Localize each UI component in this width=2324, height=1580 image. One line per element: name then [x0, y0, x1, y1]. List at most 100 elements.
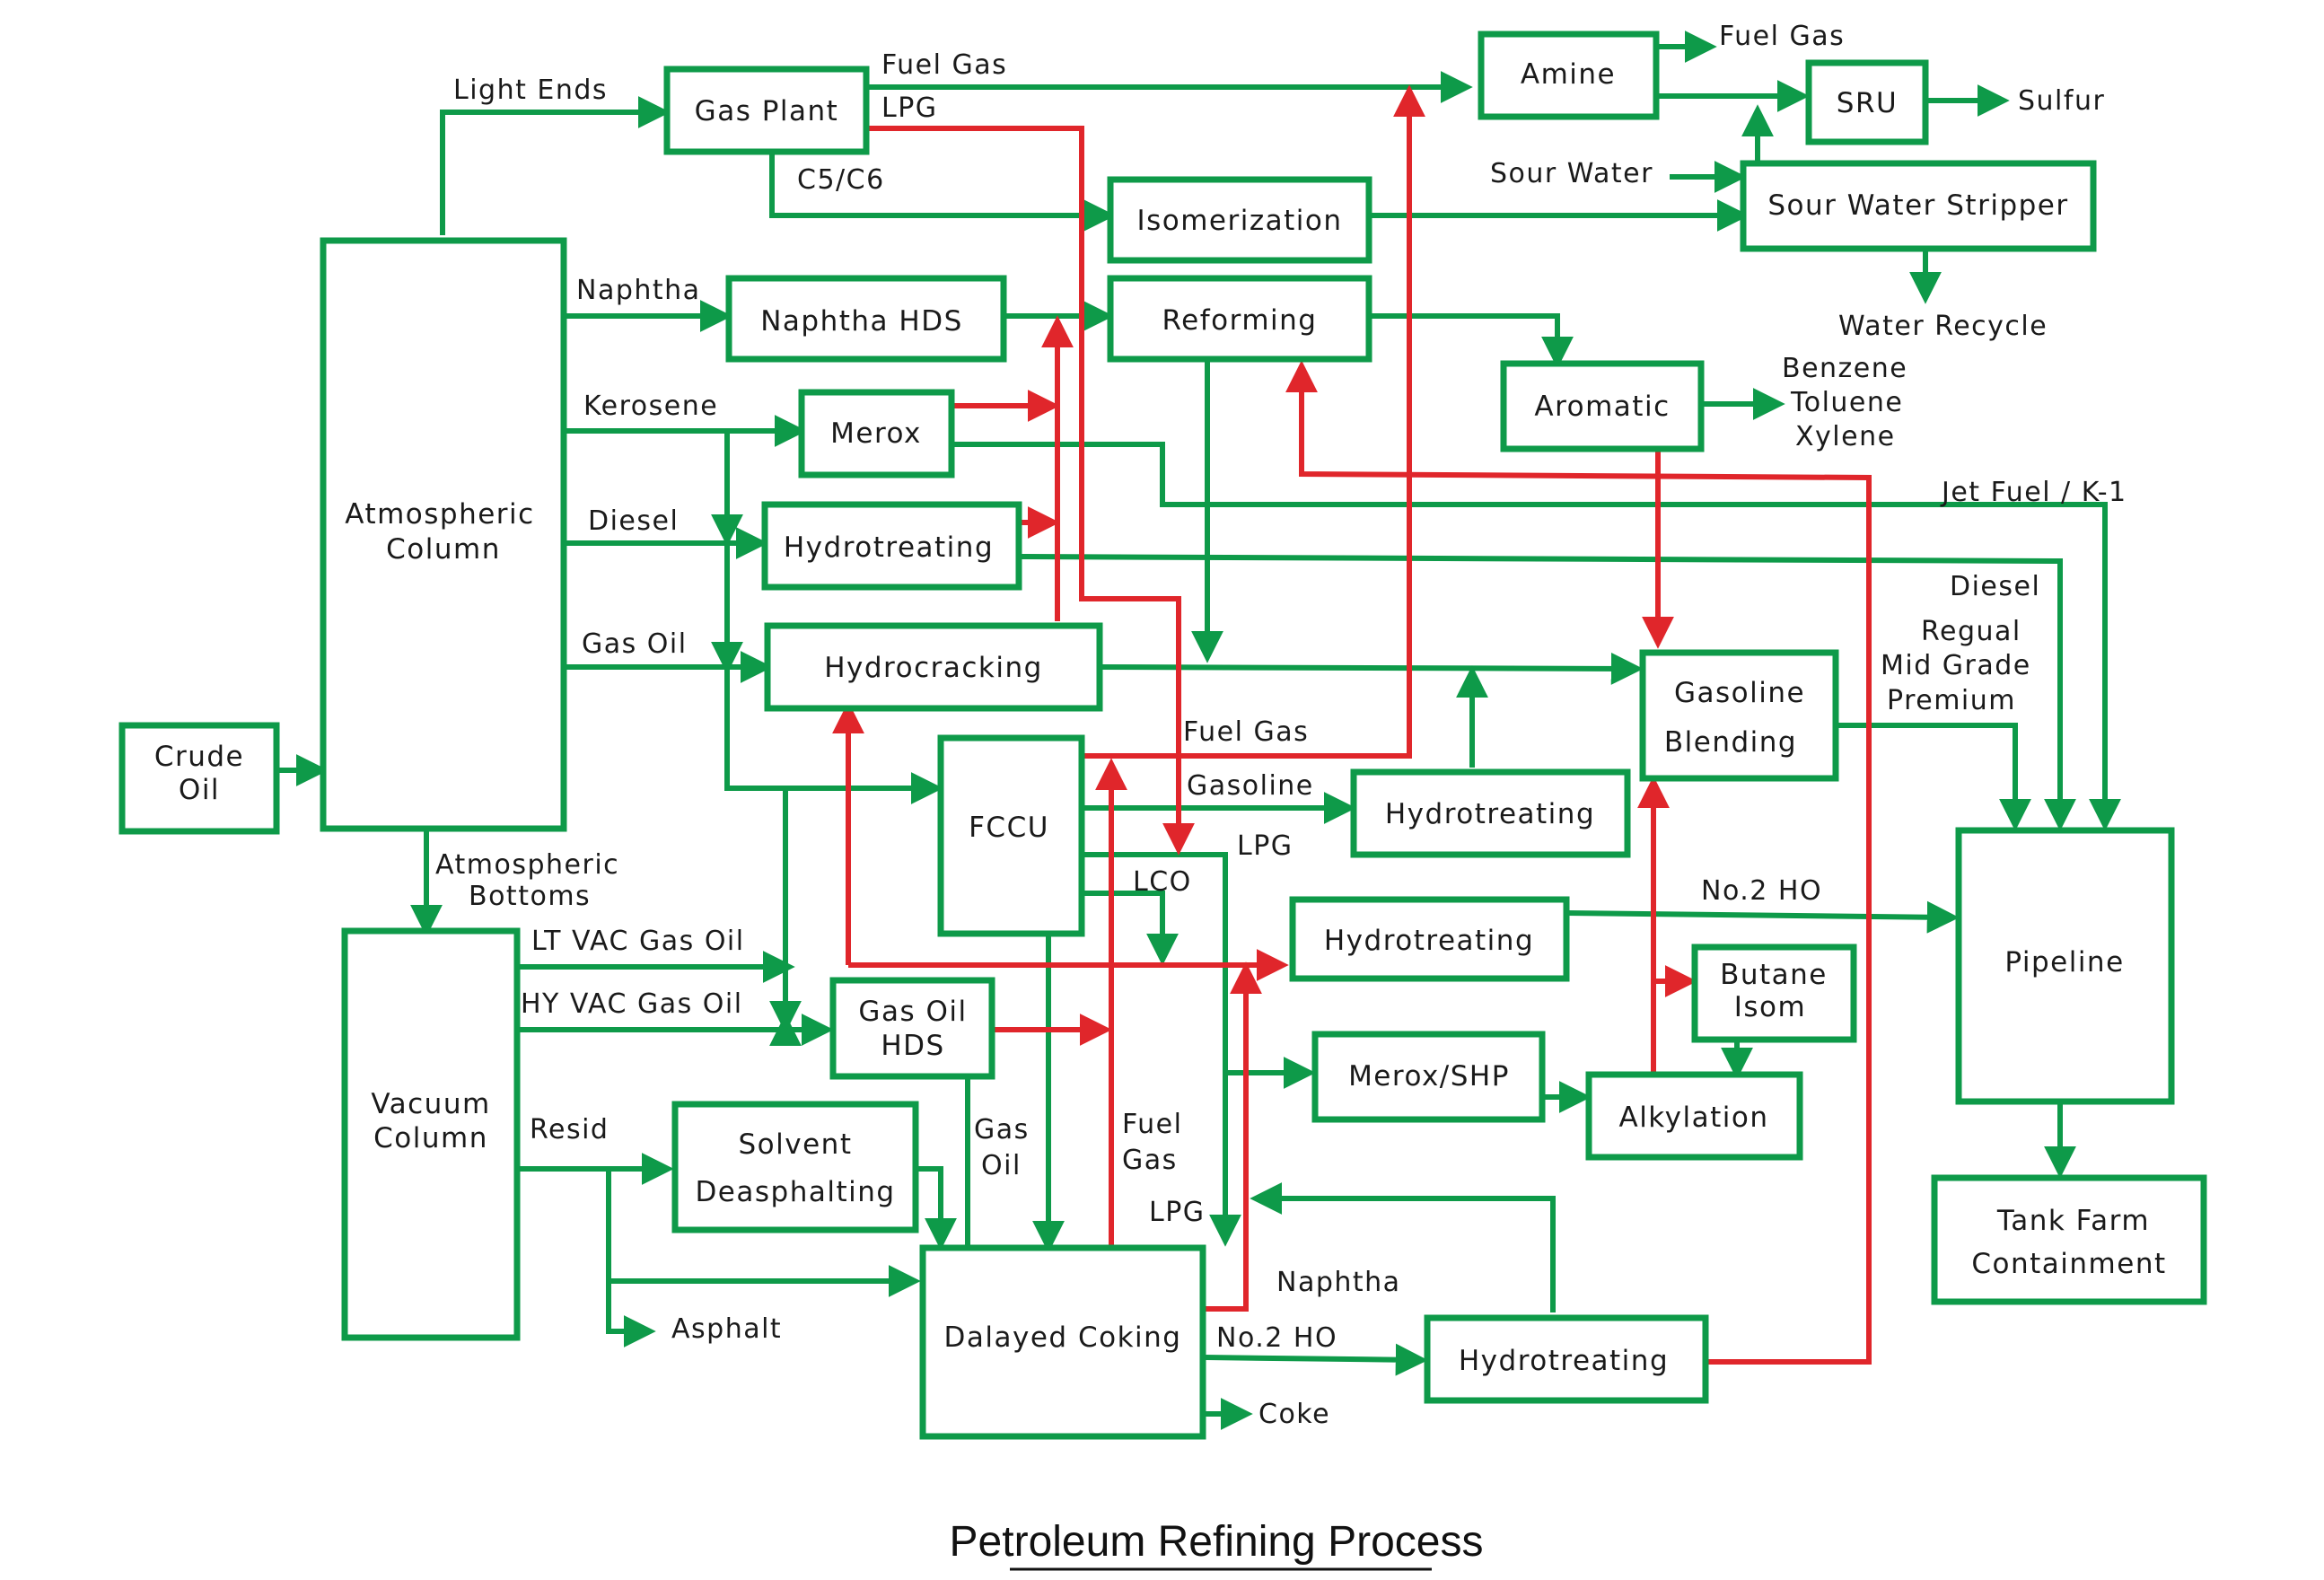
stream-label: Diesel: [1950, 571, 2040, 602]
hydrotreating-lco-box: Hydrotreating: [1289, 896, 1570, 982]
fccu-box: FCCU: [937, 734, 1085, 937]
stream-label: Gasoline: [1187, 770, 1314, 802]
stream-label: No.2 HO: [1216, 1322, 1337, 1354]
fccu-label: FCCU: [969, 812, 1049, 844]
stream-label: LCO: [1133, 866, 1192, 898]
crude-oil-box: Crude Oil: [118, 722, 280, 835]
aromatic-box: Aromatic: [1500, 360, 1705, 452]
isomerization-label: Isomerization: [1136, 205, 1342, 237]
hydrotreating-coker-box: Hydrotreating: [1424, 1314, 1709, 1404]
gas-plant-box: Gas Plant: [663, 66, 870, 155]
amine-box: Amine: [1478, 31, 1660, 120]
alkylation-box: Alkylation: [1585, 1071, 1803, 1161]
gasoline-blending-box: Gasoline Blending: [1639, 649, 1839, 782]
stream-label: Fuel: [1122, 1109, 1182, 1140]
naphtha-hds-box: Naphtha HDS: [725, 275, 1007, 363]
aromatic-label: Aromatic: [1534, 391, 1670, 423]
stream-label: Benzene: [1782, 353, 1907, 384]
sru-box: SRU: [1805, 59, 1929, 145]
stream-label: C5/C6: [797, 164, 885, 196]
amine-label: Amine: [1521, 58, 1616, 91]
stream-label: Coke: [1258, 1399, 1330, 1430]
delayed-coking-label: Dalayed Coking: [944, 1321, 1182, 1354]
tank-farm-label: Tank Farm: [1996, 1205, 2150, 1237]
alkylation-label: Alkylation: [1618, 1102, 1768, 1134]
stream-label: Fuel Gas: [1719, 21, 1845, 52]
stream-label: Diesel: [588, 505, 679, 537]
pipeline-label: Pipeline: [2004, 946, 2124, 979]
merox-shp-label: Merox/SHP: [1348, 1060, 1510, 1093]
stream-label: Kerosene: [583, 391, 718, 422]
stream-label: Gas Oil: [582, 628, 688, 660]
gas-oil-hds-label: Gas Oil: [858, 996, 967, 1028]
sour-water-stripper-box: Sour Water Stripper: [1740, 160, 2097, 252]
stream-label: LPG: [1149, 1197, 1206, 1228]
stream-labels: Light Ends Fuel Gas LPG C5/C6 Fuel Gas S…: [435, 21, 2127, 1430]
solvent-deasphalting-label: Solvent: [739, 1128, 853, 1161]
gas-oil-hds-box: Gas Oil HDS: [829, 977, 995, 1080]
stream-label: Mid Grade: [1881, 650, 2031, 681]
merox-box: Merox: [798, 389, 955, 478]
hydrotreating-lco-label: Hydrotreating: [1324, 925, 1534, 957]
diagram-title: Petroleum Refining Process: [950, 1518, 1484, 1566]
stream-label: Asphalt: [671, 1313, 782, 1345]
hydrotreating-diesel-label: Hydrotreating: [784, 531, 994, 564]
sru-label: SRU: [1837, 87, 1898, 119]
stream-label: Water Recycle: [1838, 311, 2048, 342]
hydrogen-streams: [832, 84, 1872, 1365]
stream-label: Resid: [530, 1114, 609, 1146]
butane-isom-label: Isom: [1734, 991, 1806, 1023]
stream-label: Atmospheric: [435, 849, 619, 881]
process-streams: [276, 31, 2121, 1430]
stream-label: Gas: [1122, 1145, 1178, 1176]
hydrotreating-diesel-box: Hydrotreating: [761, 501, 1022, 591]
stream-label: Sulfur: [2018, 85, 2105, 117]
sour-water-stripper-label: Sour Water Stripper: [1767, 189, 2068, 222]
solvent-deasphalting-label: Deasphalting: [695, 1176, 895, 1208]
hydrotreating-gasoline-label: Hydrotreating: [1385, 798, 1595, 830]
stream-label: Regual: [1921, 616, 2021, 647]
gasoline-blending-label: Blending: [1664, 726, 1797, 759]
pipeline-box: Pipeline: [1955, 827, 2175, 1105]
vacuum-column-label: Column: [373, 1122, 488, 1154]
stream-label: LPG: [881, 92, 938, 124]
stream-label: Toluene: [1790, 387, 1903, 418]
gas-oil-hds-label: HDS: [881, 1030, 944, 1062]
stream-label: Xylene: [1795, 421, 1896, 452]
merox-shp-box: Merox/SHP: [1311, 1031, 1546, 1123]
stream-label: Naphtha: [576, 275, 701, 306]
crude-oil-label: Crude: [154, 741, 244, 773]
stream-label: Fuel Gas: [1183, 716, 1309, 748]
delayed-coking-box: Dalayed Coking: [919, 1244, 1206, 1440]
reforming-box: Reforming: [1107, 275, 1372, 363]
naphtha-hds-label: Naphtha HDS: [760, 305, 963, 338]
stream-label: Sour Water: [1490, 158, 1653, 189]
solvent-deasphalting-box: Solvent Deasphalting: [671, 1101, 919, 1233]
hydrotreating-gasoline-box: Hydrotreating: [1350, 768, 1631, 858]
hydrotreating-coker-label: Hydrotreating: [1459, 1345, 1669, 1377]
stream-label: Gas: [974, 1114, 1030, 1146]
hydrocracking-label: Hydrocracking: [824, 652, 1043, 684]
merox-label: Merox: [830, 417, 922, 450]
reforming-label: Reforming: [1162, 304, 1318, 337]
stream-label: Light Ends: [453, 75, 608, 106]
stream-label: LPG: [1237, 830, 1294, 862]
stream-label: LT VAC Gas Oil: [531, 926, 745, 957]
stream-label: Bottoms: [469, 881, 591, 912]
gasoline-blending-label: Gasoline: [1674, 677, 1805, 709]
tank-farm-label: Containment: [1971, 1248, 2166, 1280]
crude-oil-label: Oil: [179, 774, 220, 806]
stream-label: Naphtha: [1276, 1267, 1401, 1298]
vacuum-column-box: Vacuum Column: [341, 927, 521, 1341]
gas-plant-label: Gas Plant: [695, 95, 839, 127]
butane-isom-label: Butane: [1720, 959, 1828, 991]
stream-label: HY VAC Gas Oil: [521, 988, 743, 1020]
tank-farm-box: Tank Farm Containment: [1931, 1174, 2207, 1305]
atmospheric-column-label: Column: [386, 533, 501, 566]
atmospheric-column-label: Atmospheric: [345, 498, 534, 531]
atmospheric-column-box: Atmospheric Column: [320, 237, 567, 832]
isomerization-box: Isomerization: [1107, 176, 1372, 264]
stream-label: Premium: [1887, 685, 2016, 716]
stream-label: Jet Fuel / K-1: [1940, 477, 2127, 508]
